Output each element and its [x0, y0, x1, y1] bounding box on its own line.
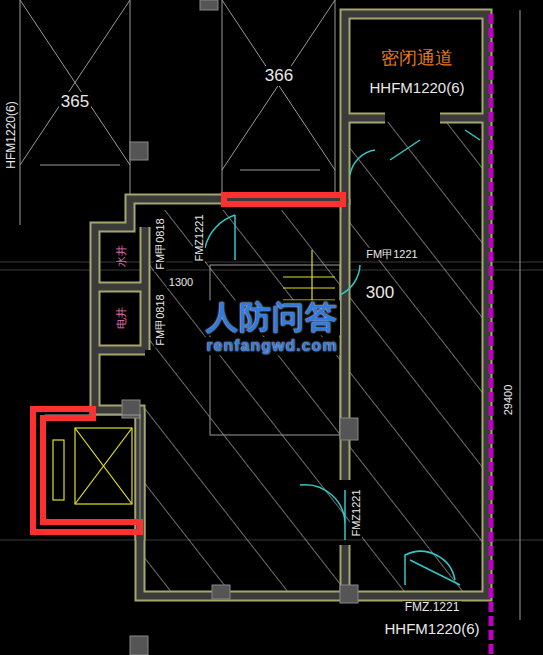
door-code: FMZ.1221 — [403, 601, 462, 614]
room-name: 密闭通道 — [379, 48, 455, 69]
watermark: 人防问答 — [204, 300, 340, 335]
elevator-symbol — [53, 428, 132, 504]
parking-outline — [20, 0, 335, 225]
dimension: 29400 — [502, 383, 514, 418]
door-code: FMZ1221 — [193, 212, 205, 263]
room: 365 — [22, 0, 128, 168]
column — [122, 0, 358, 655]
door-code: FMZ1221 — [350, 487, 362, 538]
room: 366 — [224, 0, 334, 192]
wall — [95, 14, 487, 596]
watermark: renfangwd.com — [204, 337, 339, 355]
hatch-area — [140, 120, 485, 595]
door-code: FM甲0818 — [154, 216, 166, 271]
dimension: 300 — [364, 284, 396, 303]
door-code: HHFM1220(6) — [367, 79, 466, 96]
dimension-line — [520, 10, 521, 620]
room-name: 365 — [59, 92, 91, 112]
door-code: FM甲0818 — [154, 292, 166, 347]
room-name: 366 — [263, 66, 295, 86]
door-code: HHFM1220(6) — [382, 621, 481, 638]
room: 密闭通道 HHFM1220(6) — [352, 22, 482, 116]
boundary-line — [489, 14, 494, 655]
door-code: FM甲1221 — [364, 248, 419, 260]
door-code: HFM1220(6) — [5, 99, 18, 170]
highlight-line — [33, 195, 343, 532]
door-symbol — [205, 130, 480, 585]
shaft-name: 水井 — [115, 243, 127, 269]
elevator-shaft — [45, 415, 140, 520]
dimension: 1300 — [167, 276, 195, 288]
shaft-name: 电井 — [115, 305, 127, 331]
